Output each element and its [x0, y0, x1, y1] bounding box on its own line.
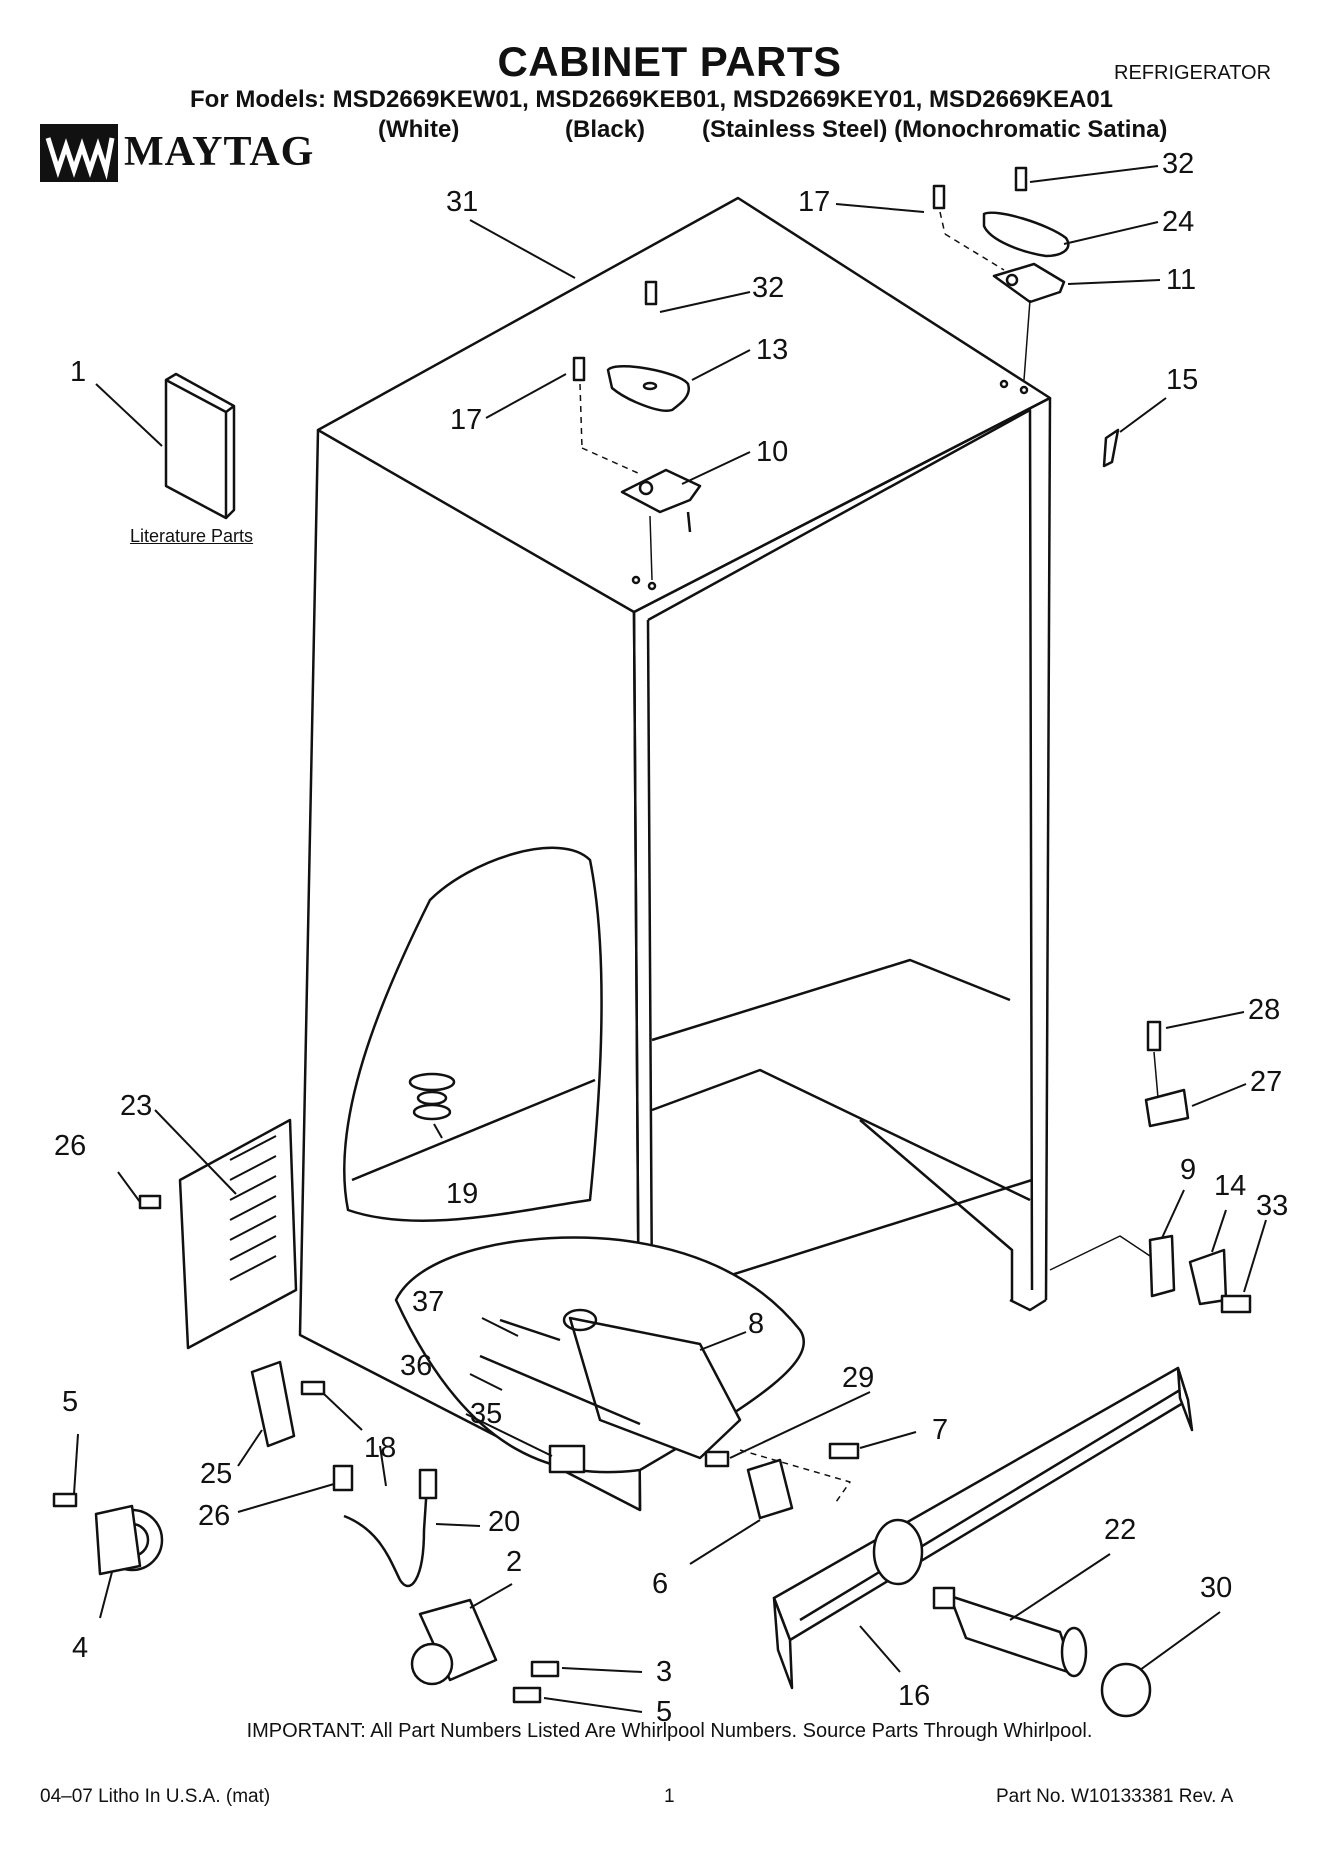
- cutaway-upper: [343, 846, 603, 1223]
- callout-24: 24: [1162, 206, 1195, 238]
- base-grille: [772, 1366, 1194, 1690]
- cabinet-shell: [298, 196, 1052, 1512]
- callout-29: 29: [842, 1362, 875, 1394]
- callout-36: 36: [400, 1350, 433, 1382]
- callout-14: 14: [1214, 1170, 1247, 1202]
- print-info: 04–07 Litho In U.S.A. (mat): [40, 1786, 271, 1807]
- callout-5-left: 5: [62, 1386, 79, 1418]
- callout-3: 3: [656, 1656, 673, 1688]
- callout-17-right: 17: [798, 186, 831, 218]
- screw-28: [1146, 1020, 1162, 1052]
- part-number: Part No. W10133381 Rev. A: [996, 1786, 1234, 1807]
- bracket-25: [250, 1360, 296, 1448]
- callout-6: 6: [652, 1568, 669, 1600]
- callout-5-right: 5: [656, 1696, 673, 1728]
- callout-18: 18: [364, 1432, 397, 1464]
- callout-31: 31: [446, 186, 479, 218]
- callout-28: 28: [1248, 994, 1281, 1026]
- screw-33: [1220, 1294, 1252, 1314]
- callout-22: 22: [1104, 1514, 1137, 1546]
- hinge-plate-9: [1148, 1234, 1176, 1298]
- callout-7: 7: [932, 1414, 949, 1446]
- callout-26-upper: 26: [54, 1130, 87, 1162]
- callout-30: 30: [1200, 1572, 1233, 1604]
- callout-11: 11: [1166, 264, 1197, 296]
- callout-8: 8: [748, 1308, 765, 1340]
- callout-20: 20: [488, 1506, 521, 1538]
- callout-35: 35: [470, 1398, 503, 1430]
- screw-26-upper: [138, 1194, 162, 1210]
- door-stop-27: [1144, 1088, 1190, 1128]
- literature-parts-label: Literature Parts: [130, 526, 254, 546]
- screw-7: [828, 1442, 860, 1460]
- model-list: For Models: MSD2669KEW01, MSD2669KEB01, …: [190, 86, 1114, 113]
- drain-fitting-19: [408, 1072, 456, 1121]
- callout-16: 16: [898, 1680, 931, 1712]
- callout-32-left: 32: [752, 272, 785, 304]
- rear-grille: [178, 1118, 298, 1350]
- water-line-20: [343, 1469, 430, 1587]
- water-filter: [932, 1586, 1152, 1718]
- callout-25: 25: [200, 1458, 233, 1490]
- callout-4: 4: [72, 1632, 89, 1664]
- variant-black: (Black): [565, 116, 646, 143]
- callout-1: 1: [70, 356, 87, 388]
- top-hinge-left: [572, 280, 702, 591]
- water-valve-8: [479, 1308, 742, 1474]
- clip-6: [746, 1458, 794, 1520]
- callout-23: 23: [120, 1090, 153, 1122]
- callout-2: 2: [506, 1546, 523, 1578]
- callout-17-left: 17: [450, 404, 483, 436]
- callout-9: 9: [1180, 1154, 1197, 1186]
- roller-right: [410, 1598, 560, 1704]
- literature-book: [164, 372, 236, 520]
- maytag-logo: [40, 124, 118, 182]
- brand-name: MAYTAG: [124, 129, 315, 175]
- variant-stainless-satina: (Stainless Steel) (Monochromatic Satina): [702, 116, 1168, 143]
- page-title: CABINET PARTS: [497, 38, 842, 85]
- hinge-pin-14: [1188, 1248, 1228, 1306]
- variant-white: (White): [378, 116, 460, 143]
- callout-13: 13: [756, 334, 789, 366]
- callout-19: 19: [446, 1178, 479, 1210]
- page-number: 1: [664, 1786, 675, 1807]
- callout-15: 15: [1166, 364, 1199, 396]
- callout-37: 37: [412, 1286, 445, 1318]
- callout-32-right: 32: [1162, 148, 1195, 180]
- roller-left: [52, 1492, 164, 1576]
- screw-26-lower: [332, 1464, 354, 1492]
- part-15: [1102, 428, 1120, 468]
- screw-29: [704, 1450, 730, 1468]
- appliance-category: REFRIGERATOR: [1114, 62, 1272, 84]
- top-hinge-right: [932, 166, 1070, 395]
- callout-27: 27: [1250, 1066, 1283, 1098]
- callout-26-lower: 26: [198, 1500, 231, 1532]
- important-note: IMPORTANT: All Part Numbers Listed Are W…: [246, 1720, 1093, 1742]
- screw-18: [300, 1380, 326, 1396]
- callout-33: 33: [1256, 1190, 1289, 1222]
- callout-10: 10: [756, 436, 789, 468]
